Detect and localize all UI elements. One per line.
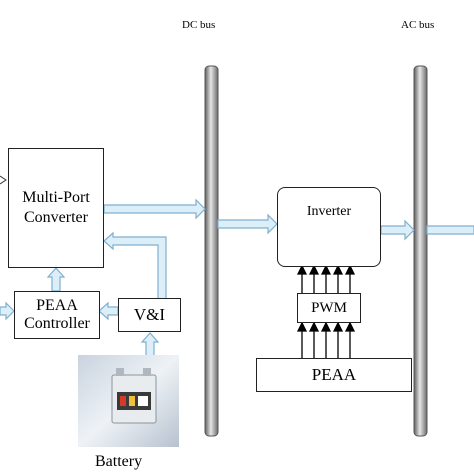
pwm-block: PWM: [297, 293, 361, 323]
controller-to-converter-arrow: [46, 267, 66, 292]
dc-bus-label: DC bus: [182, 19, 216, 31]
ac-bus-label: AC bus: [401, 19, 435, 31]
converter-to-dc-arrow: [103, 198, 206, 220]
vi-to-controller-arrow: [98, 301, 119, 321]
multi-port-label-line1: Multi-Port: [22, 189, 90, 206]
peaa-to-pwm-arrows: [296, 321, 356, 358]
vi-label: V&I: [133, 305, 166, 324]
vi-sensor-block: V&I: [118, 298, 181, 332]
peaa-controller-block: PEAA Controller: [14, 291, 100, 339]
peaa-controller-label-line1: PEAA: [36, 297, 78, 314]
peaa-block: PEAA: [256, 358, 412, 392]
battery-to-vi-arrow: [140, 332, 160, 358]
ac-output-arrow: [426, 225, 474, 235]
multi-port-label-line2: Converter: [24, 209, 88, 226]
inverter-label: Inverter: [306, 204, 352, 219]
pwm-label: PWM: [311, 299, 347, 316]
multi-port-converter-block: Multi-Port Converter: [8, 148, 104, 268]
dc-to-inverter-arrow: [217, 213, 278, 235]
inverter-block: Inverter: [277, 187, 381, 267]
battery-label: Battery: [95, 453, 143, 470]
converter-left-stub-icon: [0, 175, 7, 185]
peaa-label: PEAA: [311, 365, 357, 384]
peaa-controller-label-line2: Controller: [24, 315, 90, 332]
inverter-to-ac-arrow: [380, 219, 415, 241]
ac-bus-bar: [413, 65, 428, 437]
input-to-controller-arrow: [0, 301, 15, 321]
dc-feedback-arrow: [103, 231, 167, 302]
battery-image: [78, 355, 179, 447]
dc-bus-bar: [204, 65, 219, 437]
pwm-to-inverter-arrows: [296, 264, 356, 293]
